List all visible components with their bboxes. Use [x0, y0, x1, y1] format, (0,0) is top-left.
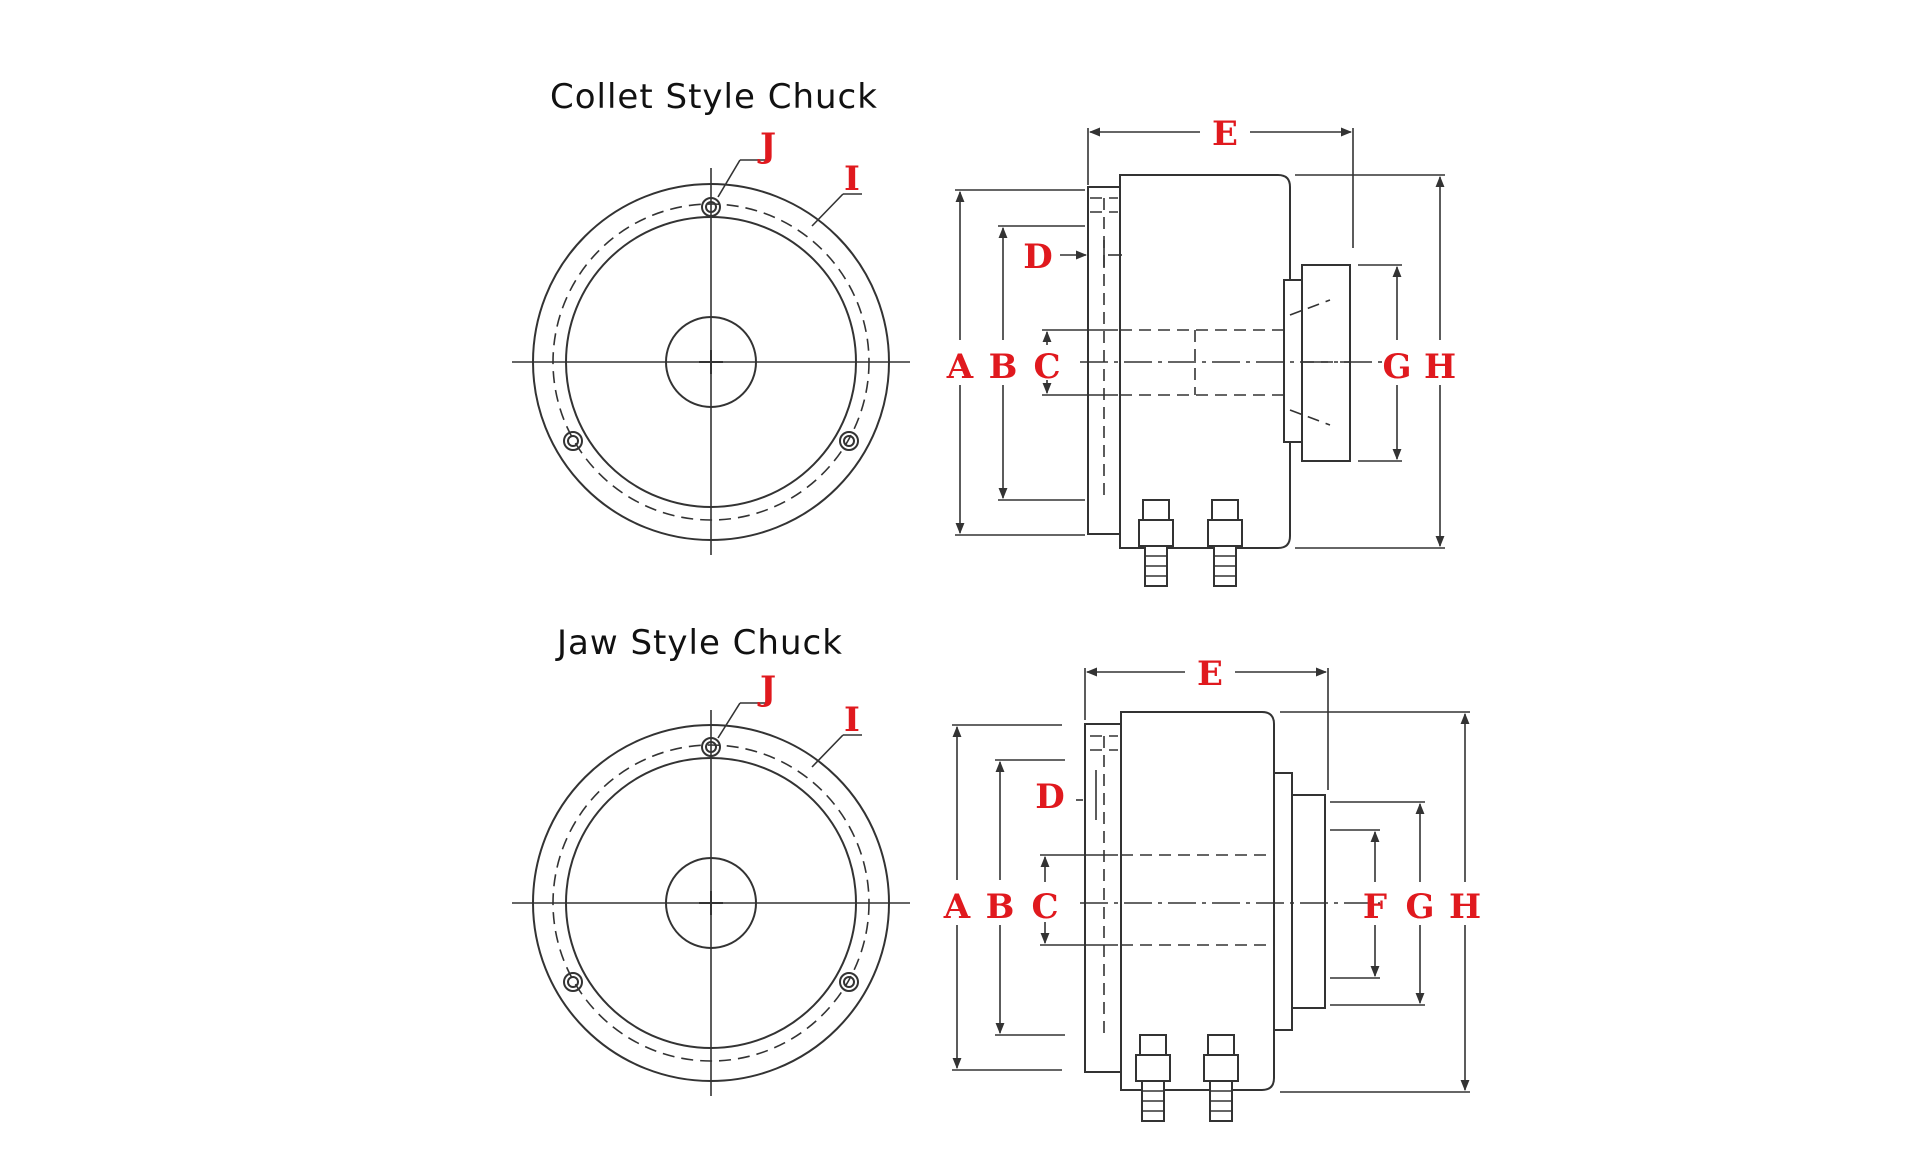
- collet-nose: [1301, 264, 1351, 462]
- mount-hole: [839, 431, 859, 451]
- collet-front-view: [512, 159, 910, 555]
- label-i: I: [844, 700, 860, 740]
- i-leader: [811, 193, 844, 227]
- label-e: E: [1197, 654, 1223, 694]
- jaw-face: [1291, 794, 1326, 1009]
- label-g: G: [1382, 347, 1411, 387]
- collet-title: Collet Style Chuck: [550, 77, 878, 117]
- label-j: J: [757, 126, 776, 166]
- label-i: I: [844, 159, 860, 199]
- jaw-side-view: [1080, 711, 1380, 1122]
- mount-hole: [839, 972, 859, 992]
- front-ring: [1283, 279, 1303, 443]
- label-a: A: [946, 347, 974, 387]
- front-ring: [1273, 772, 1293, 1031]
- label-h: H: [1424, 347, 1456, 387]
- label-j: J: [757, 669, 776, 709]
- jaw-labels: A B C D E F G H I J: [757, 654, 1481, 927]
- jaw-front-view: [512, 702, 910, 1096]
- j-leader: [717, 159, 741, 198]
- i-leader: [811, 734, 844, 768]
- label-c: C: [1031, 887, 1058, 927]
- label-g: G: [1405, 887, 1434, 927]
- label-b: B: [986, 887, 1015, 927]
- back-flange: [1084, 723, 1122, 1073]
- label-c: C: [1033, 347, 1060, 387]
- jaw-style-chuck: Jaw Style Chuck: [512, 623, 1481, 1122]
- collet-style-chuck: Collet Style Chuck: [512, 77, 1456, 587]
- label-f: F: [1363, 887, 1387, 927]
- hydraulic-fitting: [1207, 499, 1243, 587]
- mount-hole: [563, 431, 583, 451]
- hydraulic-fitting: [1135, 1034, 1171, 1122]
- collet-dimensions: [955, 127, 1445, 549]
- j-leader: [717, 702, 741, 739]
- label-d: D: [1035, 777, 1064, 817]
- jaw-dimensions: [952, 667, 1470, 1093]
- hydraulic-fitting: [1138, 499, 1174, 587]
- collet-side-view: [1080, 174, 1390, 587]
- mount-hole-j: [701, 197, 721, 217]
- hydraulic-fitting: [1203, 1034, 1239, 1122]
- jaw-title: Jaw Style Chuck: [555, 623, 843, 663]
- chuck-body: [1120, 711, 1275, 1091]
- label-a: A: [943, 887, 971, 927]
- collet-labels: A B C D E G H I J: [757, 114, 1456, 387]
- label-d: D: [1023, 237, 1052, 277]
- label-e: E: [1212, 114, 1238, 154]
- mount-hole-j: [701, 737, 721, 757]
- label-h: H: [1449, 887, 1481, 927]
- label-b: B: [989, 347, 1018, 387]
- mount-hole: [563, 972, 583, 992]
